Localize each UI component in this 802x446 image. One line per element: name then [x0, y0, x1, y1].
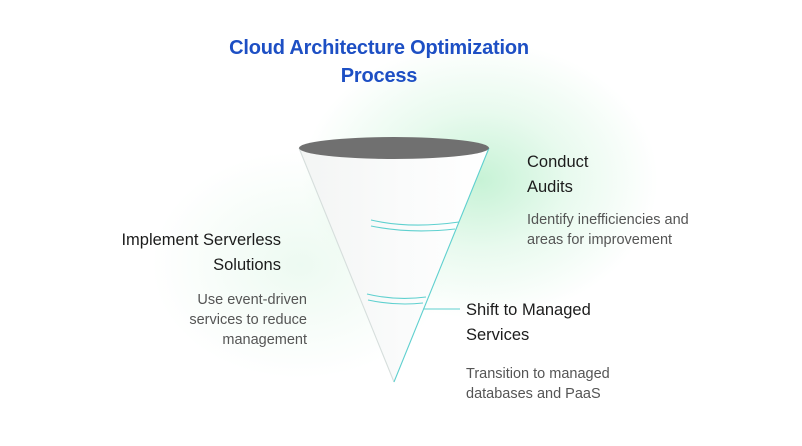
- funnel-ring-1: [370, 219, 460, 226]
- funnel-body: [299, 148, 489, 382]
- step-description-shift-managed: Transition to managed databases and PaaS: [466, 366, 610, 402]
- step-description-implement-serverless: Use event-driven services to reduce mana…: [189, 292, 307, 348]
- funnel-rings: [366, 219, 460, 305]
- funnel-ring-2: [370, 225, 456, 232]
- funnel-outline: [298, 147, 490, 383]
- funnel-ring-4: [367, 299, 424, 305]
- funnel-left-edge: [298, 147, 395, 383]
- diagram-title: Cloud Architecture Optimization Process: [229, 37, 529, 87]
- funnel-top-opening: [299, 137, 489, 159]
- funnel-ring-3: [366, 293, 427, 300]
- step-title-implement-serverless: Implement Serverless Solutions: [121, 231, 281, 274]
- step-title-conduct-audits: Conduct Audits: [527, 153, 589, 196]
- funnel-right-edge: [393, 147, 490, 383]
- step-title-shift-managed: Shift to Managed Services: [466, 301, 591, 344]
- step-description-conduct-audits: Identify inefficiencies and areas for im…: [527, 212, 689, 248]
